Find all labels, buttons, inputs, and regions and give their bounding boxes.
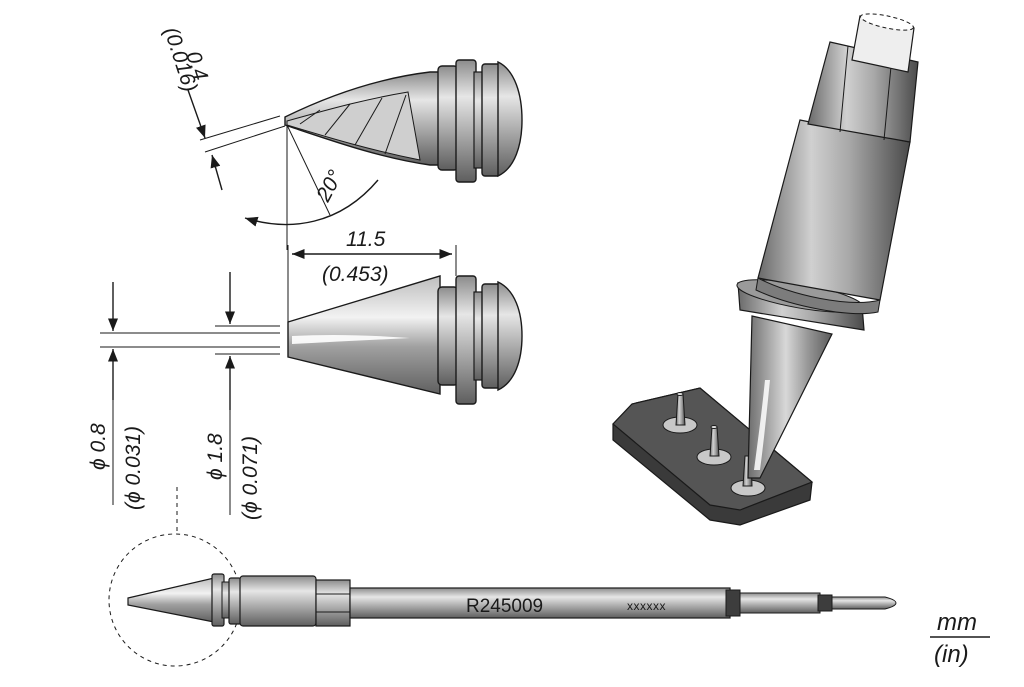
part-number: R245009 <box>466 596 543 617</box>
dimension-length: 11.5 (0.453) <box>287 228 457 322</box>
tip-diameter-inch: (ϕ 0.031) <box>122 426 145 510</box>
unit-in: (in) <box>934 641 969 668</box>
cartridge-view: R245009 xxxxxx <box>108 487 897 667</box>
length-inch: (0.453) <box>322 263 389 286</box>
lot-code: xxxxxx <box>627 599 666 613</box>
dimension-diameters: ϕ 0.8 (ϕ 0.031) ϕ 1.8 (ϕ 0.071) <box>87 272 280 520</box>
front-view-tip <box>287 275 523 405</box>
isometric-illustration <box>612 13 919 526</box>
circuit-board <box>612 387 814 526</box>
angle-value: 20° <box>312 167 348 207</box>
unit-mm: mm <box>937 609 977 636</box>
body-diameter-inch: (ϕ 0.071) <box>239 436 262 520</box>
length-value: 11.5 <box>346 228 386 251</box>
side-view-tip <box>284 59 523 183</box>
tip-diameter: ϕ 0.8 <box>87 423 110 470</box>
dimension-tip-width: 0.4 (0.016) <box>159 24 286 191</box>
units-legend: mm (in) <box>930 609 990 668</box>
body-diameter: ϕ 1.8 <box>204 433 227 480</box>
